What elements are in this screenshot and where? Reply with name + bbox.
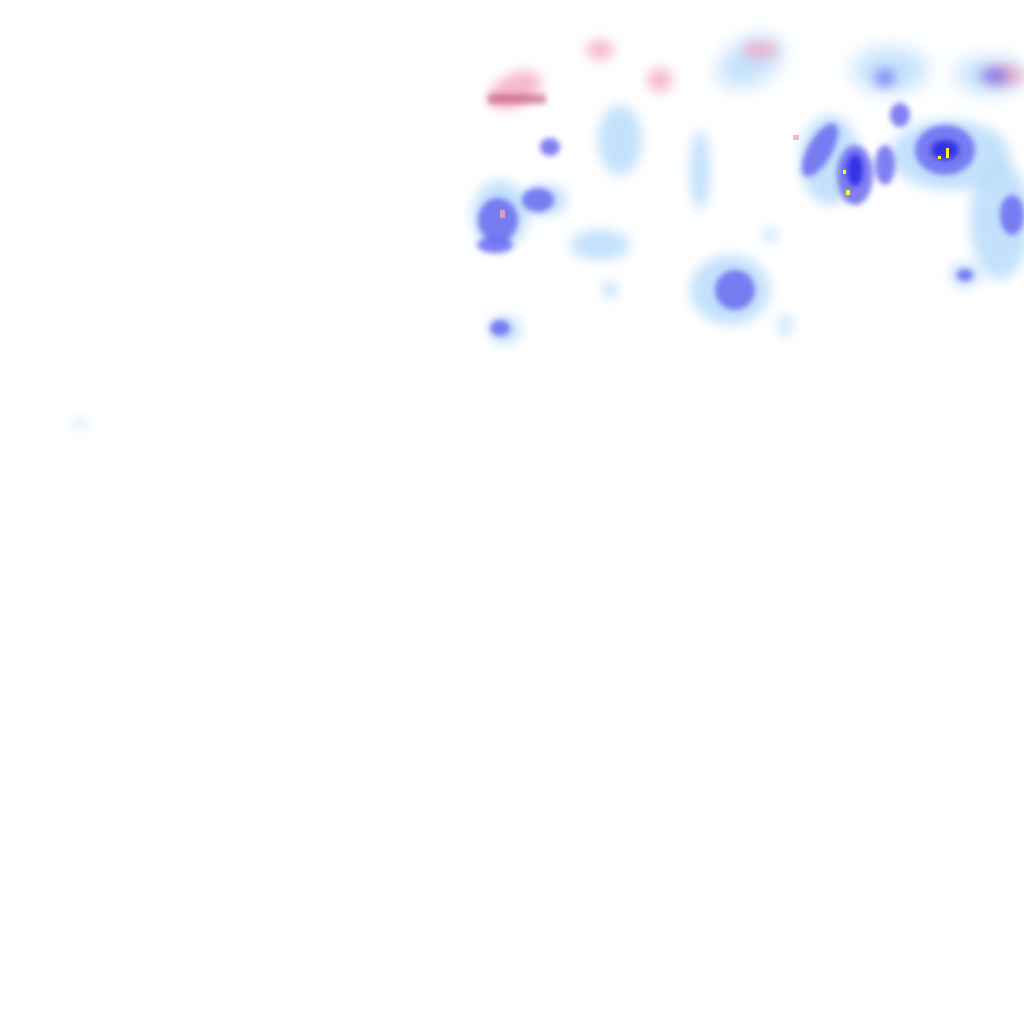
precip-cells — [70, 103, 1024, 426]
upper-precip-band — [488, 36, 1024, 109]
extreme-cells — [843, 148, 949, 195]
